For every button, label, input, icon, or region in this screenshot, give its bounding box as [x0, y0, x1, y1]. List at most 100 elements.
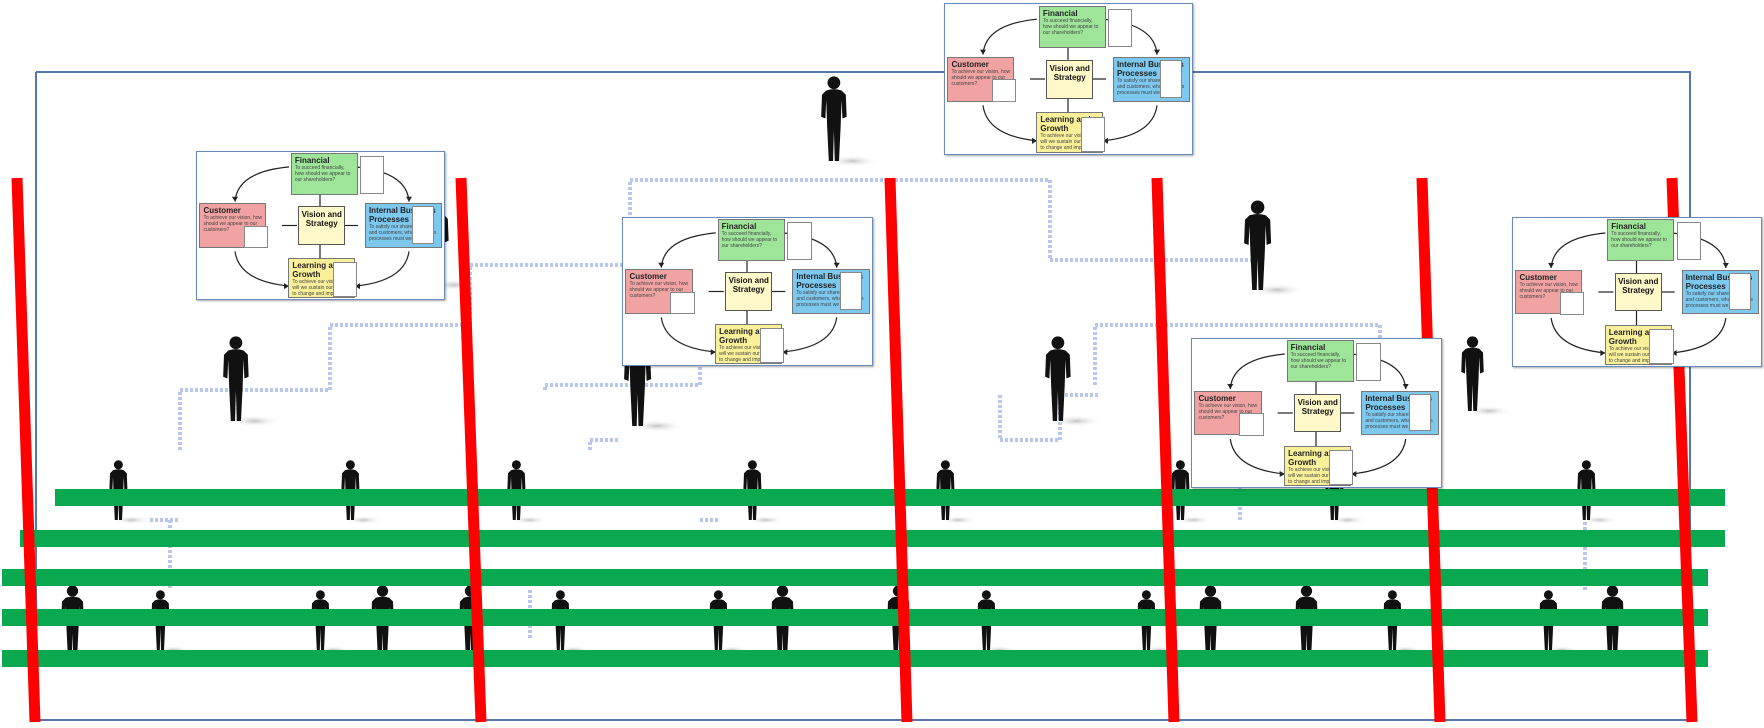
learning-question: To achieve our vision, how will we susta… — [1040, 133, 1100, 151]
learning-question: To achieve our vision, how will we susta… — [1608, 345, 1668, 364]
customer-title: Customer — [203, 206, 241, 216]
balanced-scorecard-diagram: Financial To succeed financially, how sh… — [622, 217, 873, 366]
objectives-grid — [1676, 222, 1701, 260]
financial-question: To succeed financially, how should we ap… — [1042, 17, 1099, 36]
objectives-grid — [1159, 59, 1182, 98]
objectives-grid — [1328, 450, 1354, 485]
internal-question: To satisfy our shareholders and customer… — [796, 290, 864, 309]
horizontal-band — [2, 609, 1708, 626]
horizontal-band — [20, 530, 1725, 547]
vision-title: Vision and Strategy — [1049, 63, 1090, 82]
objectives-grid — [1108, 8, 1133, 47]
objectives-grid — [839, 272, 862, 310]
objectives-grid — [243, 225, 269, 249]
internal-title: Internal Business Processes — [1685, 272, 1753, 291]
financial-title: Financial — [1611, 222, 1646, 232]
vision-strategy-box: Vision and Strategy — [1294, 393, 1342, 433]
financial-question: To succeed financially, how should we ap… — [1290, 352, 1347, 371]
learning-title: Learning and Growth — [719, 326, 770, 345]
cycle-arrows — [980, 18, 1160, 144]
internal-question: To satisfy our shareholders and customer… — [1116, 77, 1185, 96]
learning-title: Learning and Growth — [292, 260, 343, 279]
financial-question: To succeed financially, how should we ap… — [1611, 231, 1667, 250]
customer-question: To achieve our vision, how should we app… — [1198, 402, 1258, 421]
balanced-scorecard-diagram: Financial To succeed financially, how sh… — [944, 3, 1193, 155]
internal-title: Internal Business Processes — [368, 206, 436, 225]
vertical-dividers — [11, 177, 1698, 723]
horizontal-bands — [2, 489, 1725, 667]
objectives-grid — [1356, 343, 1381, 381]
vision-title: Vision and Strategy — [1297, 397, 1338, 416]
financial-perspective-box: Financial To succeed financially, how sh… — [1286, 340, 1354, 382]
internal-question: To satisfy our shareholders and customer… — [1365, 411, 1433, 430]
financial-perspective-box: Financial To succeed financially, how sh… — [717, 219, 785, 261]
internal-title: Internal Business Processes — [1365, 393, 1432, 412]
objectives-grid — [1239, 413, 1264, 436]
financial-perspective-box: Financial To succeed financially, how sh… — [1607, 219, 1675, 261]
vision-strategy-box: Vision and Strategy — [1614, 272, 1662, 312]
vision-title: Vision and Strategy — [301, 210, 342, 229]
customer-question: To achieve our vision, how should we app… — [629, 281, 689, 300]
customer-title: Customer — [951, 59, 989, 69]
person-silhouette-ceo — [821, 76, 879, 167]
objectives-grid — [1560, 292, 1585, 315]
balanced-scorecard-diagram: Financial To succeed financially, how sh… — [1512, 217, 1762, 367]
vertical-divider — [1151, 177, 1180, 723]
customer-question: To achieve our vision, how should we app… — [203, 215, 263, 234]
financial-title: Financial — [294, 156, 330, 166]
customer-title: Customer — [1519, 272, 1557, 282]
financial-title: Financial — [1042, 8, 1078, 18]
financial-perspective-box: Financial To succeed financially, how sh… — [290, 153, 358, 195]
financial-title: Financial — [721, 222, 757, 232]
financial-title: Financial — [1290, 343, 1326, 353]
learning-title: Learning and Growth — [1040, 115, 1091, 133]
horizontal-band — [55, 489, 1725, 506]
person-silhouette — [223, 336, 281, 427]
learning-question: To achieve our vision, how will we susta… — [292, 278, 352, 297]
person-silhouette — [1244, 200, 1305, 297]
customer-title: Customer — [1198, 393, 1236, 403]
customer-question: To achieve our vision, how should we app… — [1519, 281, 1579, 300]
learning-question: To achieve our vision, how will we susta… — [719, 344, 778, 363]
objectives-grid — [759, 328, 785, 363]
vision-title: Vision and Strategy — [728, 276, 769, 295]
customer-question: To achieve our vision, how should we app… — [951, 68, 1011, 87]
person-silhouette — [1045, 336, 1103, 427]
vertical-divider — [455, 177, 487, 723]
vertical-divider — [884, 177, 913, 723]
objectives-grid — [332, 262, 358, 297]
objectives-grid — [360, 156, 385, 194]
internal-title: Internal Business Processes — [1116, 59, 1184, 78]
horizontal-band — [2, 569, 1708, 586]
learning-title: Learning and Growth — [1608, 327, 1659, 346]
horizontal-band — [2, 650, 1708, 667]
financial-perspective-box: Financial To succeed financially, how sh… — [1038, 5, 1106, 48]
internal-title: Internal Business Processes — [796, 272, 863, 291]
objectives-grid — [411, 206, 434, 244]
objectives-grid — [1408, 393, 1431, 432]
objectives-grid — [991, 79, 1017, 102]
customer-title: Customer — [629, 272, 667, 282]
objectives-grid — [670, 291, 695, 315]
balanced-scorecard-diagram: Financial To succeed financially, how sh… — [1191, 338, 1442, 488]
customer-perspective-box: Customer To achieve our vision, how shou… — [1515, 269, 1583, 315]
learning-title: Learning and Growth — [1288, 448, 1339, 467]
vision-strategy-box: Vision and Strategy — [1046, 59, 1094, 99]
balanced-scorecard-diagram: Financial To succeed financially, how sh… — [196, 151, 445, 300]
learning-question: To achieve our vision, how will we susta… — [1288, 466, 1347, 485]
financial-question: To succeed financially, how should we ap… — [721, 231, 778, 250]
objectives-grid — [1649, 329, 1674, 364]
person-silhouette — [1461, 336, 1512, 417]
vertical-divider — [11, 177, 41, 723]
internal-question: To satisfy our shareholders and customer… — [1685, 290, 1753, 309]
objectives-grid — [787, 222, 812, 260]
vision-strategy-box: Vision and Strategy — [725, 272, 773, 311]
internal-question: To satisfy our shareholders and customer… — [368, 224, 437, 243]
vision-strategy-box: Vision and Strategy — [298, 206, 346, 245]
objectives-grid — [1080, 116, 1106, 152]
vision-title: Vision and Strategy — [1618, 276, 1659, 295]
financial-question: To succeed financially, how should we ap… — [294, 165, 351, 184]
objectives-grid — [1728, 272, 1751, 311]
